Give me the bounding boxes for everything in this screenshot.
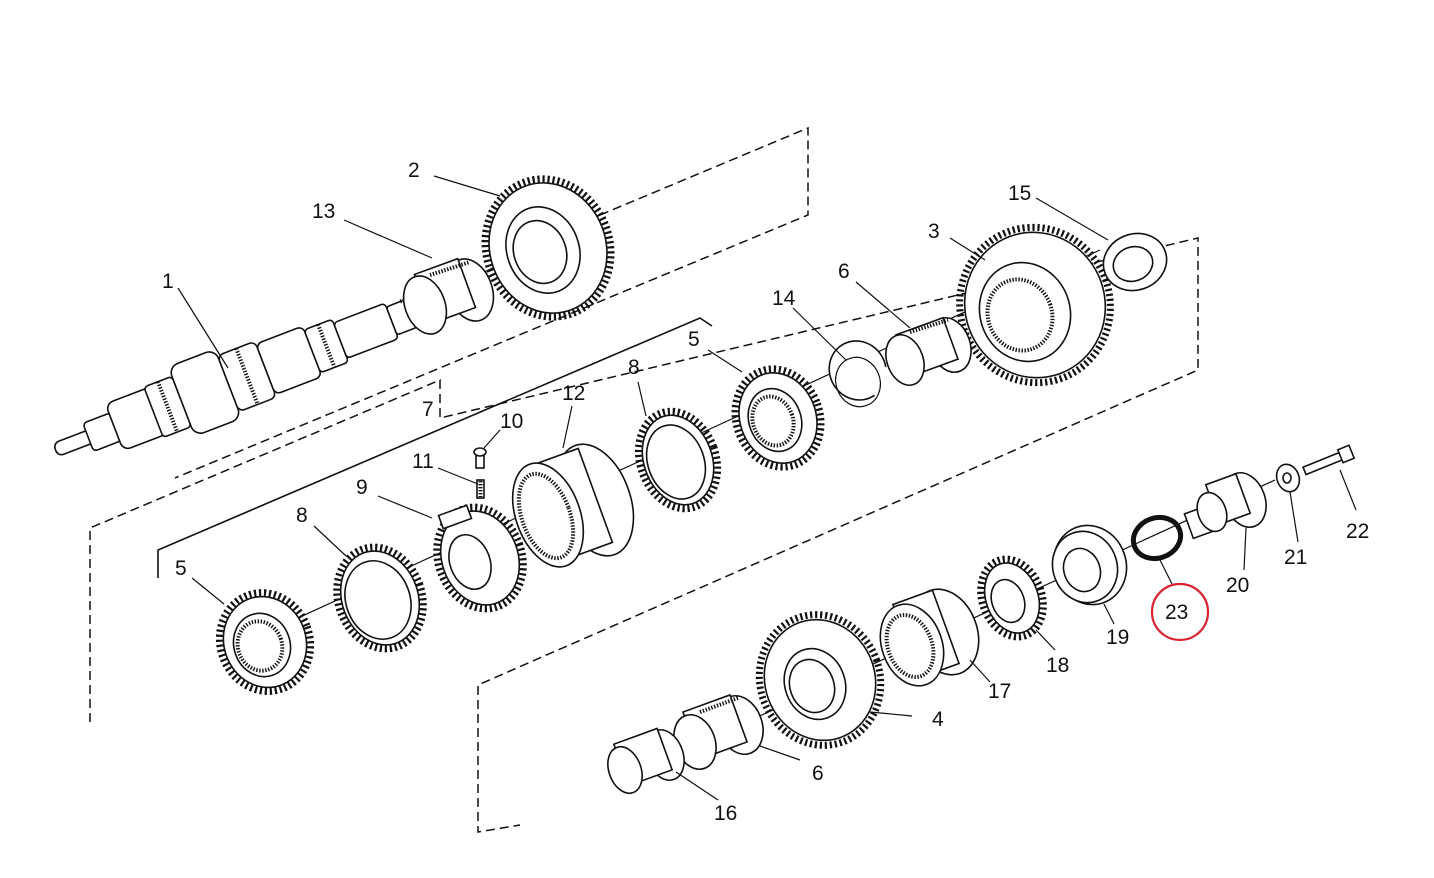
- callout-15: 15: [1008, 182, 1031, 205]
- callout-10: 10: [500, 410, 523, 433]
- callout-23: 23: [1165, 601, 1188, 624]
- callout-9: 9: [356, 476, 368, 499]
- callout-4: 4: [932, 708, 944, 731]
- callout-8-upper: 8: [628, 356, 640, 379]
- callout-5-upper: 5: [688, 328, 700, 351]
- callout-19: 19: [1106, 626, 1129, 649]
- main-shaft: [53, 285, 449, 456]
- gear-3: [956, 223, 1114, 387]
- detent-pin-10: [473, 447, 487, 469]
- callout-18: 18: [1046, 654, 1069, 677]
- gear-4: [755, 611, 885, 749]
- synchro-ring-8-upper: [634, 407, 722, 513]
- flange-20: [1183, 472, 1267, 540]
- callout-6-upper: 6: [838, 260, 850, 283]
- callout-14: 14: [772, 287, 796, 310]
- dashed-assembly-outlines: [89, 126, 1199, 833]
- callout-20: 20: [1226, 574, 1249, 597]
- callout-8-lower: 8: [296, 504, 308, 527]
- callout-labels: 1 2 3 4 5 5 6 6 7 8 8 9 10 11 12 13 14 1…: [162, 159, 1369, 825]
- callout-13: 13: [312, 200, 335, 223]
- synchro-hub-9: [433, 503, 527, 613]
- thrust-washer-15: [1102, 232, 1168, 292]
- callout-7: 7: [422, 398, 434, 421]
- callout-22: 22: [1346, 520, 1369, 543]
- bolt-22: [1301, 444, 1356, 476]
- highlight-circle: [1150, 582, 1210, 642]
- sleeve-17: [879, 588, 980, 687]
- leader-lines: [177, 175, 1357, 801]
- callout-2: 2: [408, 159, 420, 182]
- gear-2: [481, 175, 615, 321]
- callout-5-lower: 5: [175, 557, 187, 580]
- needle-bearing-6-upper: [885, 316, 972, 386]
- callout-16: 16: [714, 802, 737, 825]
- snap-ring-14: [828, 340, 887, 408]
- callout-6-lower: 6: [812, 762, 824, 785]
- washer-21: [1275, 463, 1301, 493]
- ball-bearing-19: [1051, 524, 1128, 606]
- needle-bearing-13: [402, 257, 495, 335]
- callout-11: 11: [412, 450, 434, 473]
- bushing-16: [607, 727, 685, 795]
- sleeve-12: [511, 443, 635, 568]
- callout-1: 1: [162, 270, 174, 293]
- callout-3: 3: [928, 220, 940, 243]
- callout-17: 17: [988, 680, 1011, 703]
- synchro-cone-5-upper: [731, 365, 825, 471]
- synchro-cone-18: [977, 555, 1047, 641]
- spring-11: [476, 479, 485, 499]
- synchro-ring-8-lower: [333, 543, 427, 653]
- callout-21: 21: [1284, 546, 1307, 569]
- ring-23: [1130, 514, 1184, 562]
- callout-12: 12: [562, 382, 585, 405]
- synchro-cone-5-lower: [215, 589, 315, 695]
